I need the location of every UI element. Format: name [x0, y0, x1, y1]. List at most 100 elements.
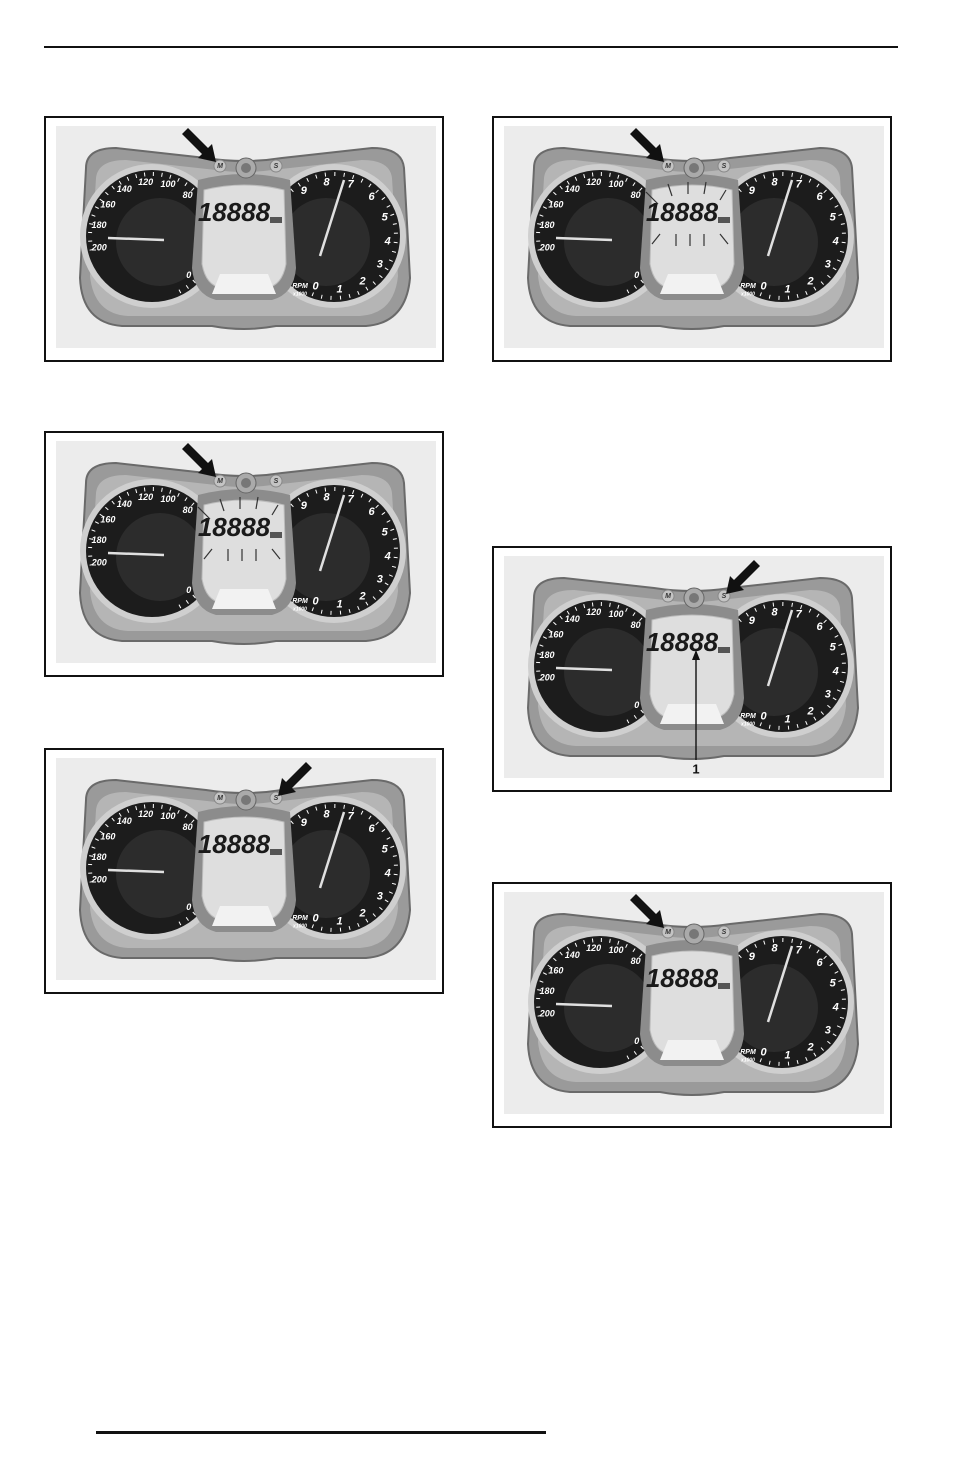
- rpm-tick-label: 2: [359, 276, 366, 288]
- rpm-tick-mark: [836, 689, 841, 692]
- speed-tick-label: 0: [634, 270, 639, 280]
- speed-tick-label: 0: [186, 585, 191, 595]
- rpm-tick-mark: [392, 223, 397, 225]
- speed-tick-label: 200: [539, 242, 555, 252]
- speed-tick-mark: [191, 187, 195, 192]
- rpm-tick-mark: [386, 836, 391, 840]
- speed-tick-mark: [111, 185, 115, 190]
- rpm-tick-mark: [311, 924, 314, 929]
- lcd-unit-block: [718, 647, 730, 653]
- rpm-tick-mark: [381, 196, 386, 201]
- speedometer-inner: [564, 628, 652, 716]
- rpm-tick-mark: [390, 845, 395, 848]
- rpm-tick-mark: [388, 574, 393, 577]
- rpm-tick-label: 2: [807, 706, 814, 718]
- rpm-tick-mark: [772, 938, 775, 943]
- tachometer-inner: [282, 830, 370, 918]
- rpm-tick-mark: [381, 511, 386, 516]
- rpm-tick-mark: [368, 498, 372, 503]
- speed-tick-label: 120: [138, 809, 153, 819]
- rpm-tick-label: 2: [807, 1042, 814, 1054]
- set-button: [717, 159, 731, 173]
- speed-tick-mark: [639, 617, 643, 622]
- speed-tick-mark: [177, 492, 180, 497]
- rpm-tick-label: 5: [382, 211, 389, 223]
- speed-tick-mark: [111, 500, 115, 505]
- rpm-tick-mark: [311, 292, 314, 297]
- speed-tick-mark: [178, 921, 182, 926]
- speed-tick-label: 200: [539, 672, 555, 682]
- rpm-tick-mark: [829, 626, 834, 631]
- figure-gauge-4: 0204060801001201401601802000123456789RPM…: [492, 116, 892, 362]
- speed-tick-mark: [633, 1051, 637, 1055]
- rpm-needle: [318, 179, 346, 257]
- speed-tick-mark: [639, 187, 643, 192]
- rpm-tick-label: 6: [368, 823, 375, 835]
- set-button-label: S: [722, 163, 727, 170]
- rpm-tick-mark: [384, 899, 389, 903]
- rpm-tick-mark: [324, 804, 327, 809]
- speed-tick-mark: [184, 814, 188, 819]
- speed-tick-mark: [625, 607, 628, 612]
- speed-tick-mark: [583, 173, 586, 179]
- rpm-tick-mark: [791, 938, 793, 943]
- rpm-tick-mark: [832, 267, 837, 271]
- speed-tick-mark: [559, 185, 563, 190]
- speed-tick-mark: [105, 823, 109, 828]
- speed-tick-mark: [609, 938, 611, 943]
- footer-rule: [96, 1431, 546, 1434]
- lcd-digits: 18888: [646, 197, 719, 227]
- speed-tick-mark: [105, 191, 109, 196]
- figure-gauge-1: 0204060801001201401601802000123456789RPM…: [44, 116, 444, 362]
- rpm-tick-label: 7: [348, 494, 355, 506]
- speed-tick-mark: [135, 488, 138, 494]
- rpm-tick-mark: [365, 286, 369, 291]
- rpm-tick-mark: [324, 172, 327, 177]
- speed-tick-label: 80: [183, 822, 193, 832]
- set-button-label: S: [722, 593, 727, 600]
- callout-number: 1: [692, 761, 699, 776]
- speed-tick-label: 160: [548, 199, 563, 209]
- rpm-tick-label: 9: [749, 615, 756, 627]
- rpm-tick-mark: [745, 612, 749, 617]
- rpm-needle: [318, 811, 346, 889]
- rpm-tick-mark: [840, 653, 845, 655]
- segment-indicator-line: [203, 548, 213, 560]
- segment-indicator-line: [719, 233, 729, 245]
- cluster-illustration: 0204060801001201401601802000123456789RPM…: [504, 892, 884, 1114]
- speed-tick-mark: [89, 563, 94, 566]
- rpm-tick-label: 6: [368, 191, 375, 203]
- rpm-tick-mark: [311, 607, 314, 612]
- speed-tick-mark: [143, 804, 146, 809]
- rpm-tick-mark: [754, 177, 757, 182]
- speed-tick-mark: [161, 487, 163, 492]
- rpm-tick-mark: [839, 1016, 845, 1019]
- speed-tick-label: 100: [608, 179, 623, 189]
- rpm-tick-label: 1: [337, 599, 343, 611]
- rpm-tick-mark: [772, 172, 775, 177]
- speed-tick-mark: [126, 491, 130, 496]
- lcd-unit-block: [270, 217, 282, 223]
- speed-tick-label: 180: [539, 220, 554, 230]
- rpm-tick-mark: [763, 940, 766, 945]
- rpm-tick-mark: [381, 828, 386, 833]
- mode-button-label: M: [217, 478, 223, 485]
- rpm-tick-mark: [816, 949, 820, 954]
- speed-tick-mark: [118, 180, 122, 185]
- mode-button: [213, 474, 227, 488]
- rpm-tick-label: 1: [337, 284, 343, 296]
- speed-tick-mark: [537, 223, 542, 225]
- speed-needle: [107, 236, 165, 242]
- speed-tick-mark: [559, 951, 563, 956]
- rpm-tick-mark: [827, 704, 831, 709]
- rpm-tick-mark: [297, 182, 301, 187]
- rpm-tick-mark: [372, 281, 376, 285]
- segment-indicator-line: [271, 504, 279, 516]
- mode-button: [661, 589, 675, 603]
- rpm-tick-label: 8: [771, 176, 778, 188]
- rpm-tick-mark: [829, 196, 834, 201]
- rpm-tick-mark: [796, 1059, 799, 1065]
- rpm-tick-mark: [391, 250, 397, 253]
- speed-tick-mark: [537, 1014, 542, 1017]
- rpm-tick-label: 3: [377, 891, 383, 903]
